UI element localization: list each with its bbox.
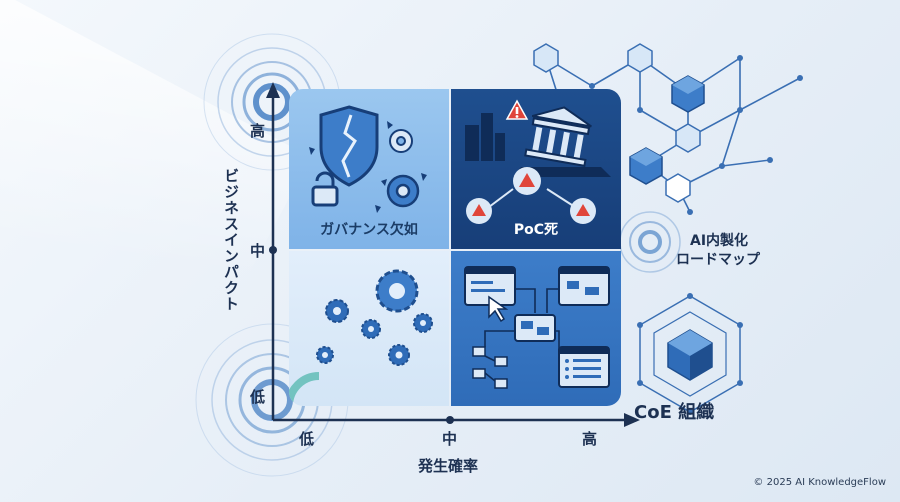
x-tick-high: 高	[582, 430, 598, 448]
warning-icon	[570, 198, 596, 224]
chain-links	[488, 188, 576, 208]
quadrant-workflow	[451, 251, 621, 406]
cube-nodes	[533, 43, 705, 203]
gears-icon-group	[289, 269, 433, 406]
padlock-icon	[311, 171, 339, 207]
collapsing-building-icon	[465, 99, 611, 224]
gear-icon	[375, 269, 419, 313]
debris-fragments	[309, 121, 427, 213]
quadrant-low-risk	[289, 251, 449, 406]
x-tick-mid: 中	[442, 430, 458, 448]
roadmap-label-line-2: ロードマップ	[676, 252, 760, 268]
y-tick-low: 低	[250, 388, 266, 406]
gear-icon	[316, 346, 334, 364]
warning-icon	[505, 99, 529, 120]
quadrant-poc-death: PoC死	[451, 89, 621, 249]
warning-icon	[466, 198, 492, 224]
bank-building-icon	[524, 106, 592, 168]
quadrant-governance: ガバナンス欠如	[289, 89, 449, 249]
folder-icon	[514, 314, 556, 342]
window-icon	[558, 266, 610, 306]
gear-icon	[386, 174, 420, 208]
x-tick-low: 低	[299, 430, 315, 448]
gear-icon	[389, 129, 413, 153]
gear-icon	[361, 319, 381, 339]
coe-label: CoE 組織	[634, 402, 715, 423]
gear-icon	[413, 313, 433, 333]
list-window-icon	[558, 346, 610, 388]
gear-icon	[325, 299, 349, 323]
roadmap-label: AI内製化 ロードマップ	[640, 232, 770, 270]
copyright: © 2025 AI KnowledgeFlow	[753, 477, 886, 488]
warning-icon	[513, 167, 541, 195]
workflow-diagram-icon	[464, 266, 610, 389]
flow-chart-icon	[472, 346, 508, 389]
y-tick-mid: 中	[250, 242, 266, 260]
cursor-icon	[488, 295, 509, 323]
city-skyline	[465, 113, 505, 161]
x-axis-title: 発生確率	[418, 457, 479, 475]
roadmap-label-line-1: AI内製化	[690, 233, 749, 249]
gear-icon	[388, 344, 410, 366]
quadrant-label-governance: ガバナンス欠如	[320, 222, 418, 238]
axes	[266, 82, 640, 427]
flow-arrows	[484, 288, 560, 382]
coe-hexagon-icon	[637, 293, 743, 415]
y-tick-high: 高	[250, 122, 266, 140]
broken-shield-icon	[309, 105, 427, 213]
quadrant-label-poc-death: PoC死	[513, 222, 559, 238]
y-axis-title: ビジネスインパクト	[222, 168, 240, 312]
